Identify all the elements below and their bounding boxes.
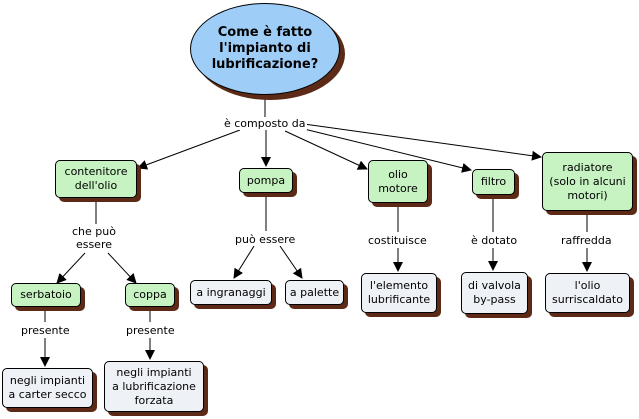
- link-che-puo-essere: che può essere: [70, 225, 118, 251]
- node-a-palette: a palette: [285, 280, 344, 305]
- node-serbatoio: serbatoio: [11, 283, 81, 307]
- link-puo-essere: può essere: [233, 233, 298, 246]
- node-a-ingranaggi: a ingranaggi: [190, 280, 272, 305]
- link-costituisce: costituisce: [366, 234, 429, 247]
- arrow-to-olio: [284, 130, 368, 170]
- node-filtro: filtro: [472, 169, 515, 195]
- arrow-to-coppa: [107, 252, 137, 284]
- root-question: Come è fatto l'impianto di lubrificazion…: [190, 3, 340, 95]
- arrow-to-filtro: [299, 127, 472, 173]
- node-valvola-by-pass: di valvola by-pass: [461, 272, 528, 314]
- node-lubrificazione-forzata: negli impianti a lubrificazione forzata: [104, 361, 204, 412]
- node-pompa: pompa: [239, 168, 293, 193]
- node-olio-motore: olio motore: [368, 160, 428, 203]
- node-elemento-lubrificante: l'elemento lubrificante: [361, 273, 437, 313]
- node-carter-secco: negli impianti a carter secco: [2, 368, 93, 408]
- link-presente-coppa: presente: [124, 324, 177, 337]
- arrow-to-serbatoio: [56, 252, 86, 284]
- link-composto-da: è composto da: [222, 117, 308, 130]
- node-contenitore: contenitore dell'olio: [55, 160, 137, 198]
- arrow-to-contenitore: [137, 129, 241, 170]
- link-raffredda: raffredda: [559, 234, 614, 247]
- node-coppa: coppa: [125, 283, 175, 307]
- arrow-to-radiatore: [303, 123, 542, 161]
- arrow-to-ingranaggi: [233, 245, 255, 279]
- link-e-dotato: è dotato: [469, 234, 520, 247]
- link-presente-serbatoio: presente: [19, 324, 72, 337]
- arrow-to-palette: [279, 245, 303, 279]
- node-radiatore: radiatore (solo in alcuni motori): [542, 152, 633, 211]
- node-olio-surriscaldato: l'olio surriscaldato: [545, 273, 630, 313]
